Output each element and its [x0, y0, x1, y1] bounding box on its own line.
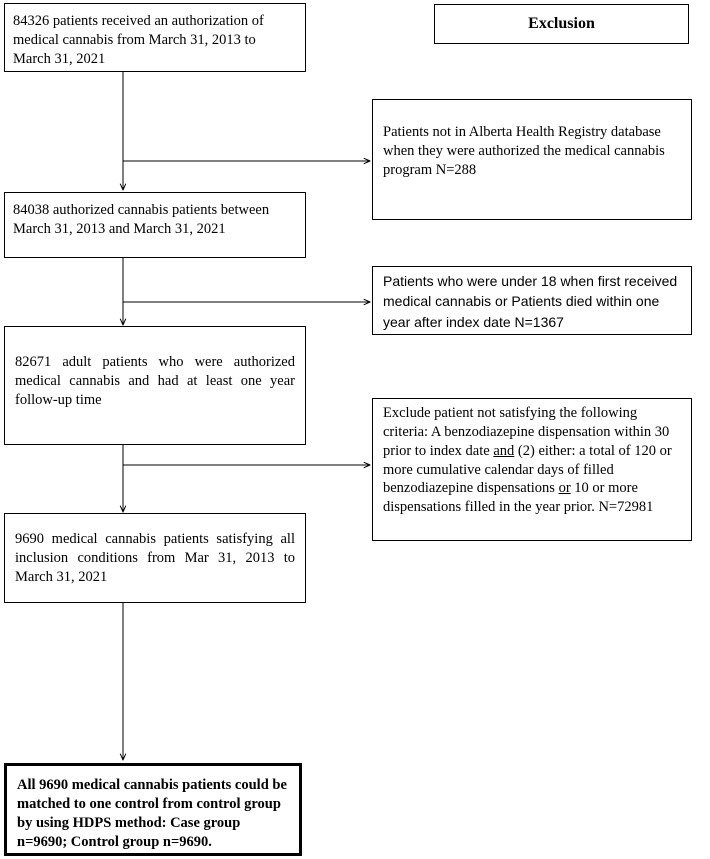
final-matched-box: All 9690 medical cannabis patients could…	[4, 763, 302, 856]
step-box-3-text: 82671 adult patients who were authorized…	[15, 354, 295, 408]
exclusion-box-3-or: or	[558, 480, 571, 497]
step-box-4-text: 9690 medical cannabis patients satisfyin…	[15, 531, 295, 585]
step-box-1-text: 84326 patients received an authorization…	[13, 13, 264, 67]
exclusion-box-1-text: Patients not in Alberta Health Registry …	[383, 124, 665, 178]
step-box-4: 9690 medical cannabis patients satisfyin…	[4, 513, 306, 603]
exclusion-box-2: Patients who were under 18 when first re…	[372, 266, 692, 335]
step-box-2-text: 84038 authorized cannabis patients betwe…	[13, 202, 270, 237]
step-box-2: 84038 authorized cannabis patients betwe…	[4, 192, 306, 258]
exclusion-box-3-text-3: 10 or more dispensations filled in the y…	[383, 480, 654, 516]
step-box-3: 82671 adult patients who were authorized…	[4, 326, 306, 445]
exclusion-box-3: Exclude patient not satisfying the follo…	[372, 398, 692, 541]
exclusion-header-label: Exclusion	[528, 14, 595, 32]
exclusion-header: Exclusion	[434, 4, 689, 44]
step-box-1: 84326 patients received an authorization…	[4, 3, 306, 72]
exclusion-box-3-and: and	[493, 442, 515, 459]
final-matched-box-text: All 9690 medical cannabis patients could…	[17, 777, 287, 850]
exclusion-box-3-text-2: (2) either: a total of 120 or more cumul…	[383, 442, 672, 497]
exclusion-box-3-text-1: Exclude patient not satisfying the follo…	[383, 405, 670, 459]
exclusion-box-1: Patients not in Alberta Health Registry …	[372, 99, 692, 220]
exclusion-box-2-text: Patients who were under 18 when first re…	[383, 273, 678, 330]
